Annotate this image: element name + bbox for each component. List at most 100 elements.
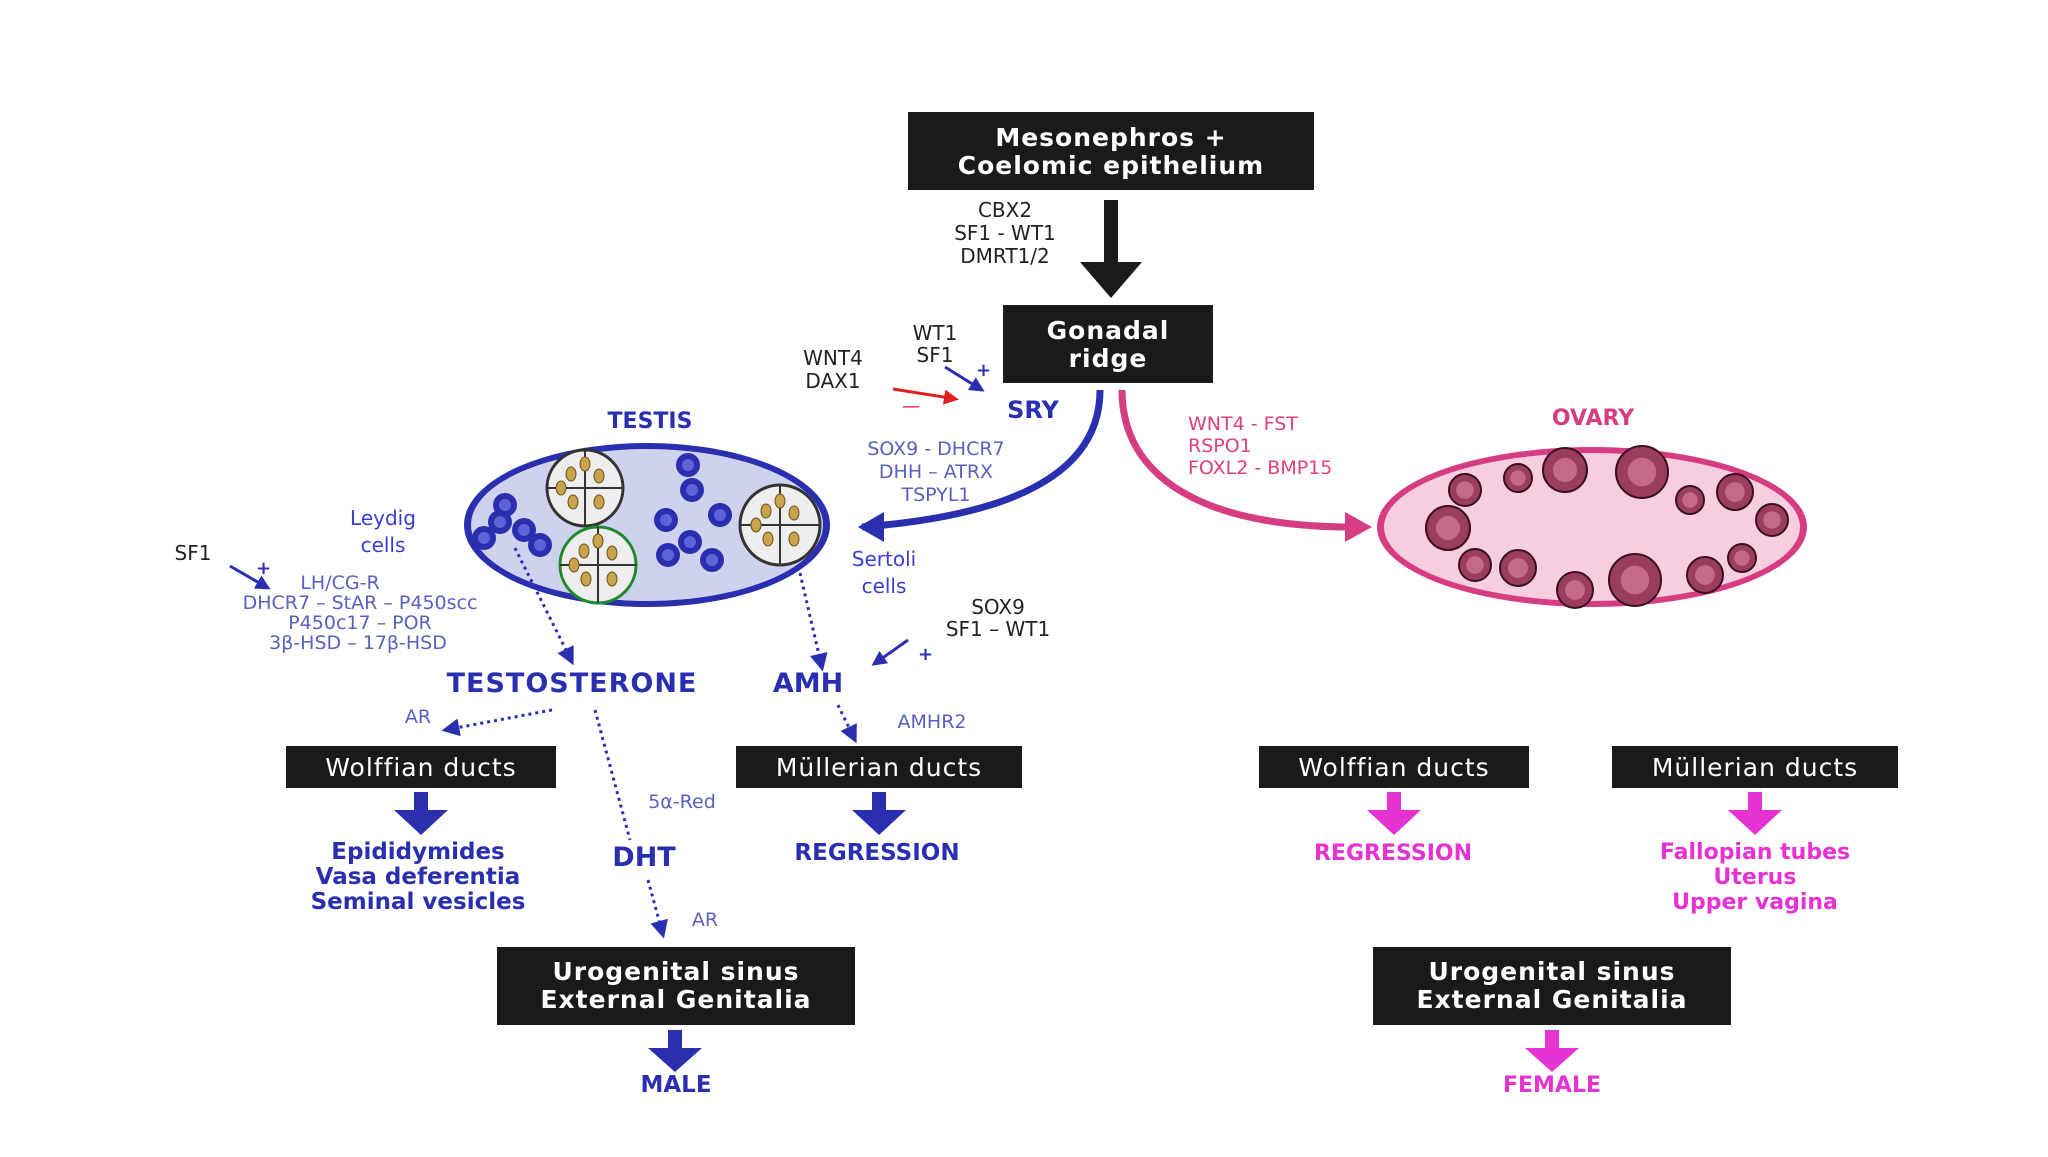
sertoli-factor-arrow [871,638,909,666]
female-result-label: FEMALE [1503,1073,1601,1098]
ovarian-follicle [1542,447,1588,493]
ovarian-follicle [1608,553,1662,607]
ovarian-follicle [1716,473,1754,511]
female-path-arrowhead [1345,512,1372,542]
ovarian-follicle [1686,556,1724,594]
dht-label: DHT [612,842,676,873]
ovarian-follicle [1499,549,1537,587]
sertoli-label-2: cells [862,574,907,598]
ovarian-follicle [1448,473,1482,507]
ovarian-follicle [1556,571,1594,609]
sertoli-factor-1: SOX9 [971,595,1025,619]
ovary-factor-2: RSPO1 [1188,435,1252,457]
male-result-label: MALE [640,1072,711,1098]
ovary-illustration [1377,445,1807,609]
gonadal-ridge-line2: ridge [1069,344,1148,373]
testosterone-to-wolffian-arrow [441,708,553,737]
testis-factor-2: DHH – ATRX [879,461,993,483]
top-factor-3: DMRT1/2 [960,244,1050,268]
leydig-label-2: cells [361,533,406,557]
ovarian-follicle [1727,543,1757,573]
ovarian-follicle [1503,463,1533,493]
sry-inhibition-arrow [892,387,959,405]
male-wolffian-result-3: Seminal vesicles [311,889,526,915]
female-result-down-arrow [1525,1030,1579,1072]
female-wolffian-box [1259,746,1529,788]
female-sinus-line2: External Genitalia [1416,985,1687,1014]
male-path-arrow [861,389,1104,531]
mesonephros-line2: Coelomic epithelium [958,151,1264,180]
male-sinus-line1: Urogenital sinus [552,957,799,986]
leydig-factor-4: 3β-HSD – 17β-HSD [269,632,447,654]
dht-to-sinus-arrow [646,879,668,939]
amhr2-label: AMHR2 [898,711,967,733]
leydig-to-testosterone-arrow [513,547,574,666]
ovarian-follicle [1425,505,1471,551]
sry-minus: — [902,396,920,417]
female-wolffian-down-arrow [1367,792,1421,835]
five-alpha-reductase-label: 5α-Red [648,791,716,813]
female-regression-label: REGRESSION [1314,841,1472,866]
female-path-arrow [1118,389,1346,531]
ovary-factor-1: WNT4 - FST [1188,413,1298,435]
male-regression-label: REGRESSION [794,840,959,866]
male-sinus-line2: External Genitalia [540,985,811,1014]
male-wolffian-box [286,746,556,788]
male-mullerian-label: Müllerian ducts [776,753,982,782]
sry-activator-sf1: SF1 [917,343,954,367]
female-mullerian-result-3: Upper vagina [1672,890,1838,915]
male-wolffian-down-arrow [394,792,448,835]
seminiferous-tubule [738,483,822,567]
ar2-label: AR [692,909,718,931]
leydig-factor-1: LH/CG-R [300,572,379,594]
mesonephros-line1: Mesonephros + [995,123,1226,152]
female-mullerian-label: Müllerian ducts [1652,753,1858,782]
ovarian-follicle [1755,503,1789,537]
sry-plus: + [976,360,991,381]
ar-label: AR [405,706,431,728]
amh-label: AMH [773,668,843,699]
testis-factor-1: SOX9 - DHCR7 [867,438,1004,460]
leydig-factor-2: DHCR7 – StAR – P450scc [243,592,478,614]
gonadal-ridge-box [1003,305,1213,383]
sry-label: SRY [1007,396,1059,424]
male-wolffian-label: Wolffian ducts [325,753,516,782]
sertoli-label-1: Sertoli [852,547,916,571]
female-mullerian-box [1612,746,1898,788]
seminiferous-tubule [558,525,638,605]
ovarian-follicle [1615,445,1669,499]
male-mullerian-box [736,746,1022,788]
male-result-down-arrow [648,1030,702,1072]
female-sinus-line1: Urogenital sinus [1428,957,1675,986]
leydig-sf1: SF1 [175,541,212,565]
male-mullerian-down-arrow [852,792,906,835]
male-wolffian-result-1: Epididymides [331,839,504,865]
female-sinus-box [1373,947,1731,1025]
testosterone-to-dht-arrow [593,709,632,841]
ovary-title: OVARY [1552,406,1635,431]
seminiferous-tubule [545,448,625,528]
sry-inhibitor-dax1: DAX1 [805,369,860,393]
male-path-arrowhead [858,512,884,542]
sry-inhibitor-wnt4: WNT4 [803,346,863,370]
sertoli-to-amh-arrow [798,572,828,672]
leydig-sf1-arrow [229,564,271,590]
top-down-arrow [1080,200,1142,298]
male-sinus-box [497,947,855,1025]
female-mullerian-down-arrow [1728,792,1782,835]
female-wolffian-label: Wolffian ducts [1298,753,1489,782]
amh-to-mullerian-arrow [836,704,857,744]
top-factor-2: SF1 - WT1 [954,221,1056,245]
top-factor-1: CBX2 [978,198,1032,222]
female-mullerian-result-2: Uterus [1714,865,1797,890]
sry-activator-wt1: WT1 [913,321,958,345]
testis-illustration [464,443,830,607]
gonadal-ridge-line1: Gonadal [1047,316,1170,345]
ovarian-follicle [1675,485,1705,515]
testis-title: TESTIS [608,409,693,434]
leydig-factor-3: P450c17 – POR [288,612,432,634]
sertoli-factor-2: SF1 – WT1 [946,617,1050,641]
mesonephros-box [908,112,1314,190]
